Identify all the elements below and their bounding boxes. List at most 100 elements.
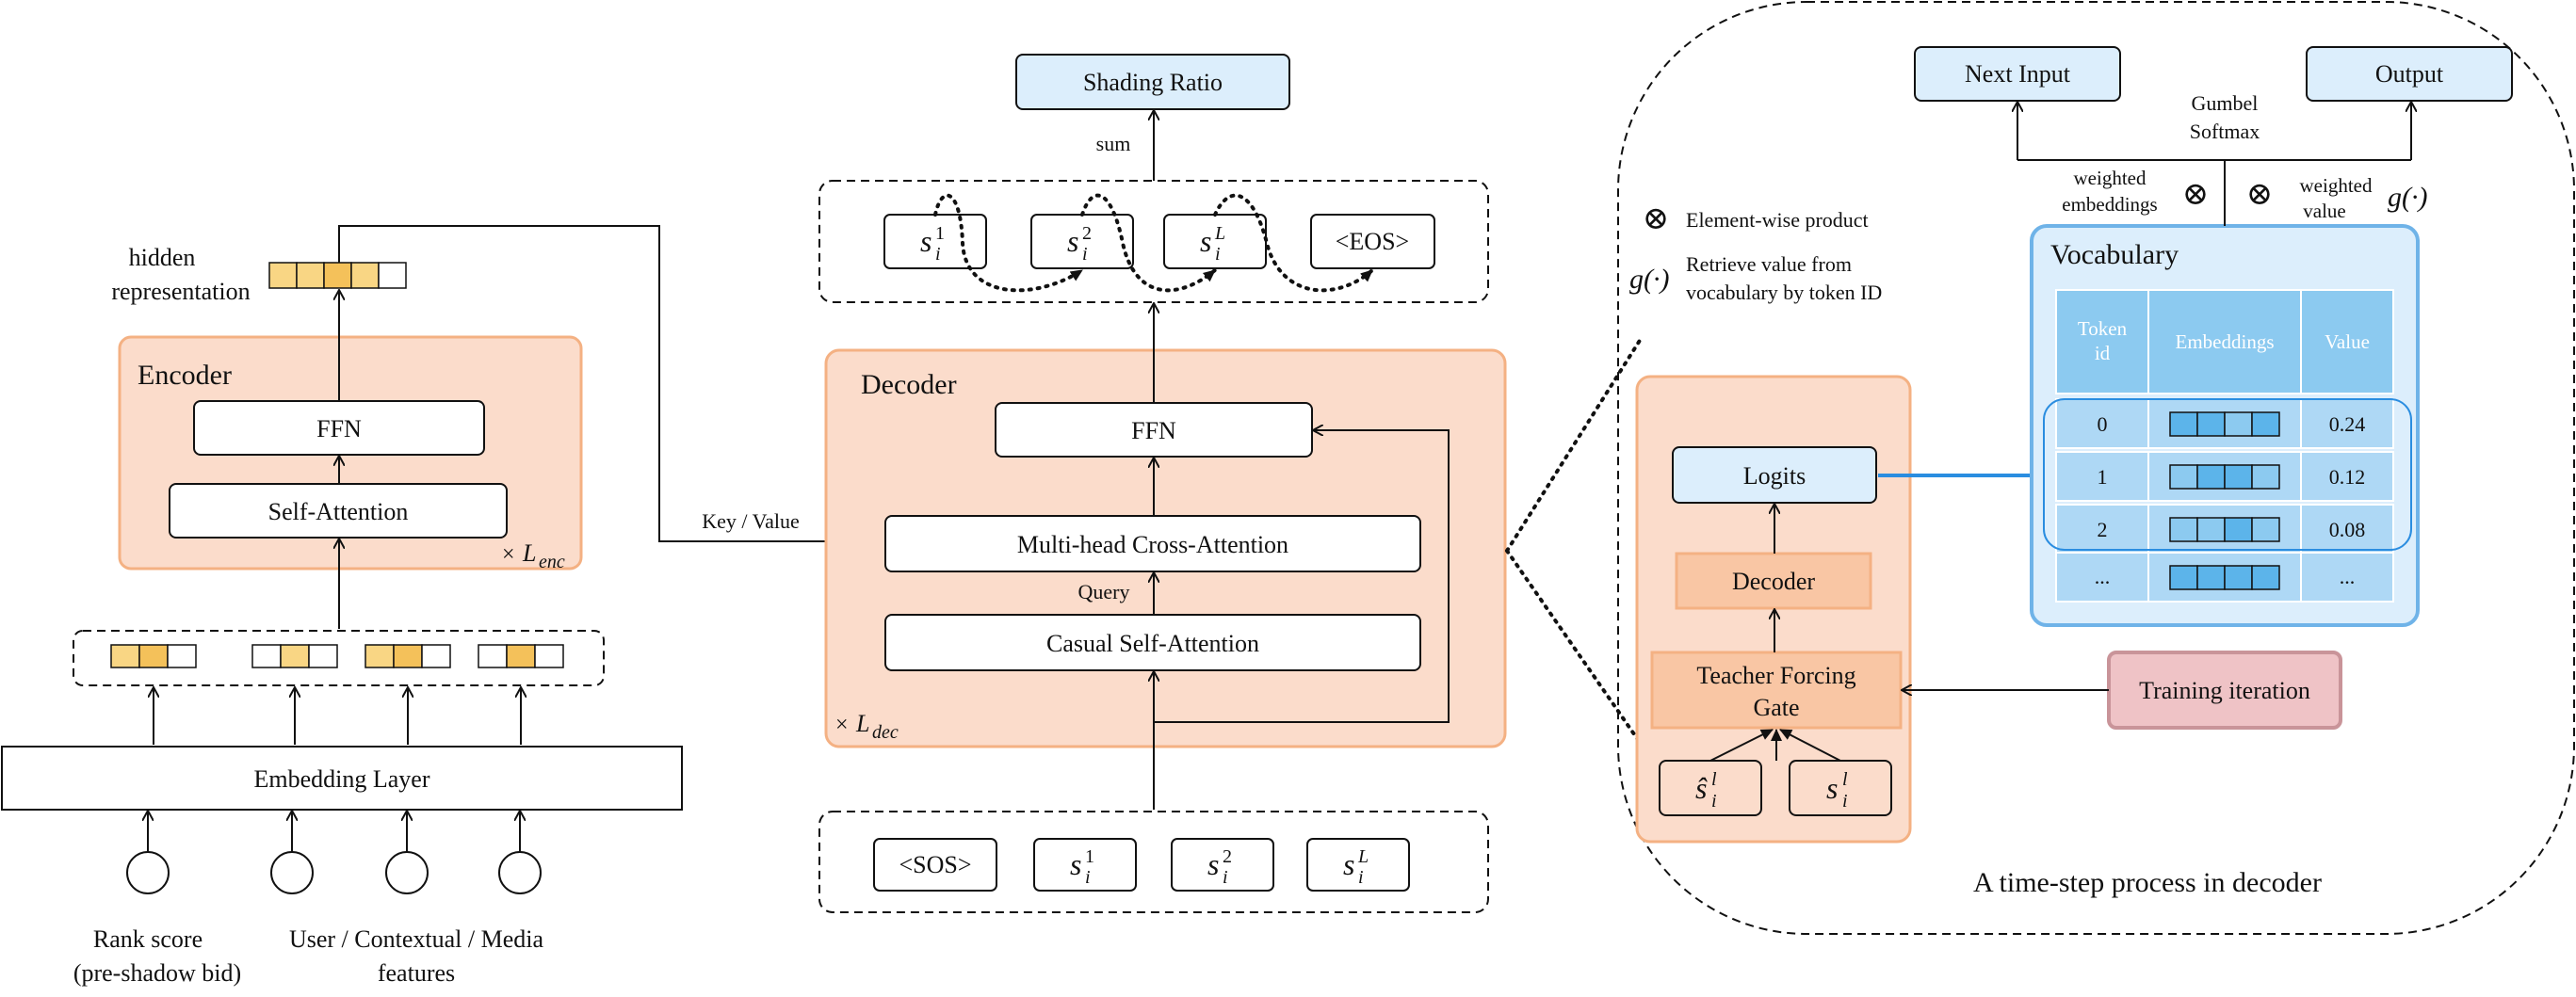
decoder-skip-connection	[1154, 430, 1450, 723]
gumbel-label-2: Softmax	[2190, 120, 2260, 143]
vocab-row-1-id: 1	[2098, 465, 2108, 489]
embedding-vector-4	[478, 644, 564, 668]
input-rank-label-1: Rank score	[93, 925, 203, 953]
encoder-section: Embedding Layer Rank score (pre-shadow b…	[1, 225, 882, 987]
key-value-connector	[338, 225, 882, 541]
shading-ratio-label: Shading Ratio	[1083, 69, 1223, 96]
key-value-label: Key / Value	[702, 509, 799, 533]
svg-text:dec: dec	[872, 722, 899, 743]
vocab-header-value-label: Value	[2325, 330, 2370, 353]
decoder-section: Decoder FFN Multi-head Cross-Attention C…	[818, 54, 1507, 913]
encoder-repeat-label: × L enc	[502, 539, 565, 572]
sos-token-label: <SOS>	[899, 851, 971, 878]
shading-ratio-box	[1015, 54, 1290, 110]
hidden-label-1: hidden	[129, 244, 196, 271]
vocab-rows-highlight	[2043, 398, 2412, 551]
svg-text:s: s	[1343, 847, 1354, 881]
vocab-row-1-embedding	[2169, 464, 2280, 490]
input-circle-feature-2	[385, 851, 429, 894]
timestep-panel: A time-step process in decoder ⊗ Element…	[1617, 1, 2575, 935]
vocab-row-0-embedding	[2169, 411, 2280, 437]
input-token-L-label: s L i	[1343, 846, 1369, 888]
svg-text:i: i	[1223, 867, 1228, 888]
ground-truth-token-box	[1789, 760, 1892, 816]
input-token-1	[1033, 838, 1137, 892]
encoder-title: Encoder	[138, 360, 232, 391]
decoder-output-tokens-box	[818, 180, 1489, 303]
decoder-title: Decoder	[861, 369, 957, 400]
vocab-row-0-id: 0	[2098, 412, 2108, 436]
svg-text:s: s	[920, 224, 932, 258]
vocab-header-token-label-1: Token	[2078, 317, 2128, 340]
weighted-embeddings-label-1: weighted	[2074, 167, 2147, 189]
ground-truth-token-label: s l i	[1826, 769, 1848, 812]
timestep-caption: A time-step process in decoder	[1973, 867, 2322, 898]
vocab-row-1-value: 0.12	[2329, 465, 2366, 489]
svg-text:i: i	[1085, 867, 1091, 888]
svg-text:ŝ: ŝ	[1695, 771, 1708, 805]
eos-token-label: <EOS>	[1336, 228, 1409, 255]
vocab-header-embeddings-label: Embeddings	[2176, 330, 2275, 353]
svg-text:s: s	[1207, 847, 1219, 881]
svg-text:×: ×	[502, 542, 515, 567]
svg-text:enc: enc	[539, 552, 565, 572]
casual-self-attention-label: Casual Self-Attention	[1046, 630, 1259, 657]
vocab-row-0: 0 0.24	[2055, 398, 2394, 449]
teacher-forcing-label-1: Teacher Forcing	[1696, 662, 1855, 689]
svg-text:s: s	[1200, 224, 1211, 258]
sum-label: sum	[1096, 132, 1131, 155]
decoder-repeat-label: × L dec	[835, 710, 899, 743]
input-token-2-label: s 2 i	[1207, 846, 1232, 888]
zoom-line-top	[1505, 337, 1643, 553]
svg-text:l: l	[1711, 769, 1717, 790]
svg-text:1: 1	[1085, 846, 1094, 867]
cross-attention-label: Multi-head Cross-Attention	[1017, 531, 1288, 558]
autoregressive-arc-1	[933, 193, 1084, 293]
predicted-token-label: ŝ l i	[1695, 769, 1717, 812]
vocab-row-ellipsis: ... ...	[2055, 552, 2394, 603]
embedding-vectors-box	[73, 630, 605, 686]
embedding-vector-2	[251, 644, 338, 668]
svg-text:i: i	[935, 244, 941, 265]
svg-text:s: s	[1067, 224, 1078, 258]
embedding-vector-1	[110, 644, 197, 668]
svg-text:s: s	[1826, 771, 1838, 805]
vocab-row-3-embedding	[2169, 565, 2280, 590]
arrow-truth-to-gate	[1779, 729, 1841, 762]
svg-text:i: i	[1711, 791, 1717, 812]
vocab-row-1: 1 0.12	[2055, 451, 2394, 502]
svg-text:×: ×	[835, 713, 849, 737]
gumbel-label-1: Gumbel	[2192, 91, 2259, 115]
svg-text:i: i	[1842, 791, 1848, 812]
vocab-header-token-label-2: id	[2095, 342, 2111, 364]
svg-text:i: i	[1082, 244, 1088, 265]
otimes-icon: ⊗	[1643, 201, 1670, 236]
vocab-row-3-id: ...	[2095, 565, 2111, 588]
input-token-L	[1306, 838, 1410, 892]
vocab-header-value	[2300, 289, 2394, 394]
svg-text:L: L	[855, 710, 869, 737]
weighted-embeddings-label-2: embeddings	[2062, 193, 2157, 216]
autoregressive-arc-2	[1080, 193, 1217, 293]
vocab-header-embeddings	[2147, 289, 2302, 394]
legend-g-label-1: Retrieve value from	[1686, 252, 1852, 276]
g-function-label: g(·)	[2388, 182, 2427, 213]
weighted-value-label-2: value	[2303, 200, 2345, 222]
timestep-boundary	[1617, 1, 2575, 935]
teacher-forcing-gate-box	[1650, 651, 1903, 730]
svg-text:L: L	[522, 539, 536, 567]
output-token-1-label: s 1 i	[920, 223, 945, 265]
decoder-ffn-label: FFN	[1131, 417, 1176, 444]
input-circle-feature-3	[498, 851, 542, 894]
svg-text:1: 1	[935, 223, 945, 244]
vocab-header-token-id	[2055, 289, 2149, 394]
input-circle-rank	[126, 851, 170, 894]
svg-text:s: s	[1070, 847, 1081, 881]
embedding-layer-label: Embedding Layer	[254, 765, 430, 793]
inner-decoder-label: Decoder	[1732, 568, 1815, 595]
next-input-label: Next Input	[1965, 60, 2071, 88]
inner-decoder-box	[1675, 552, 1872, 610]
output-token-2-label: s 2 i	[1067, 223, 1092, 265]
vocab-row-3-value: ...	[2340, 565, 2356, 588]
